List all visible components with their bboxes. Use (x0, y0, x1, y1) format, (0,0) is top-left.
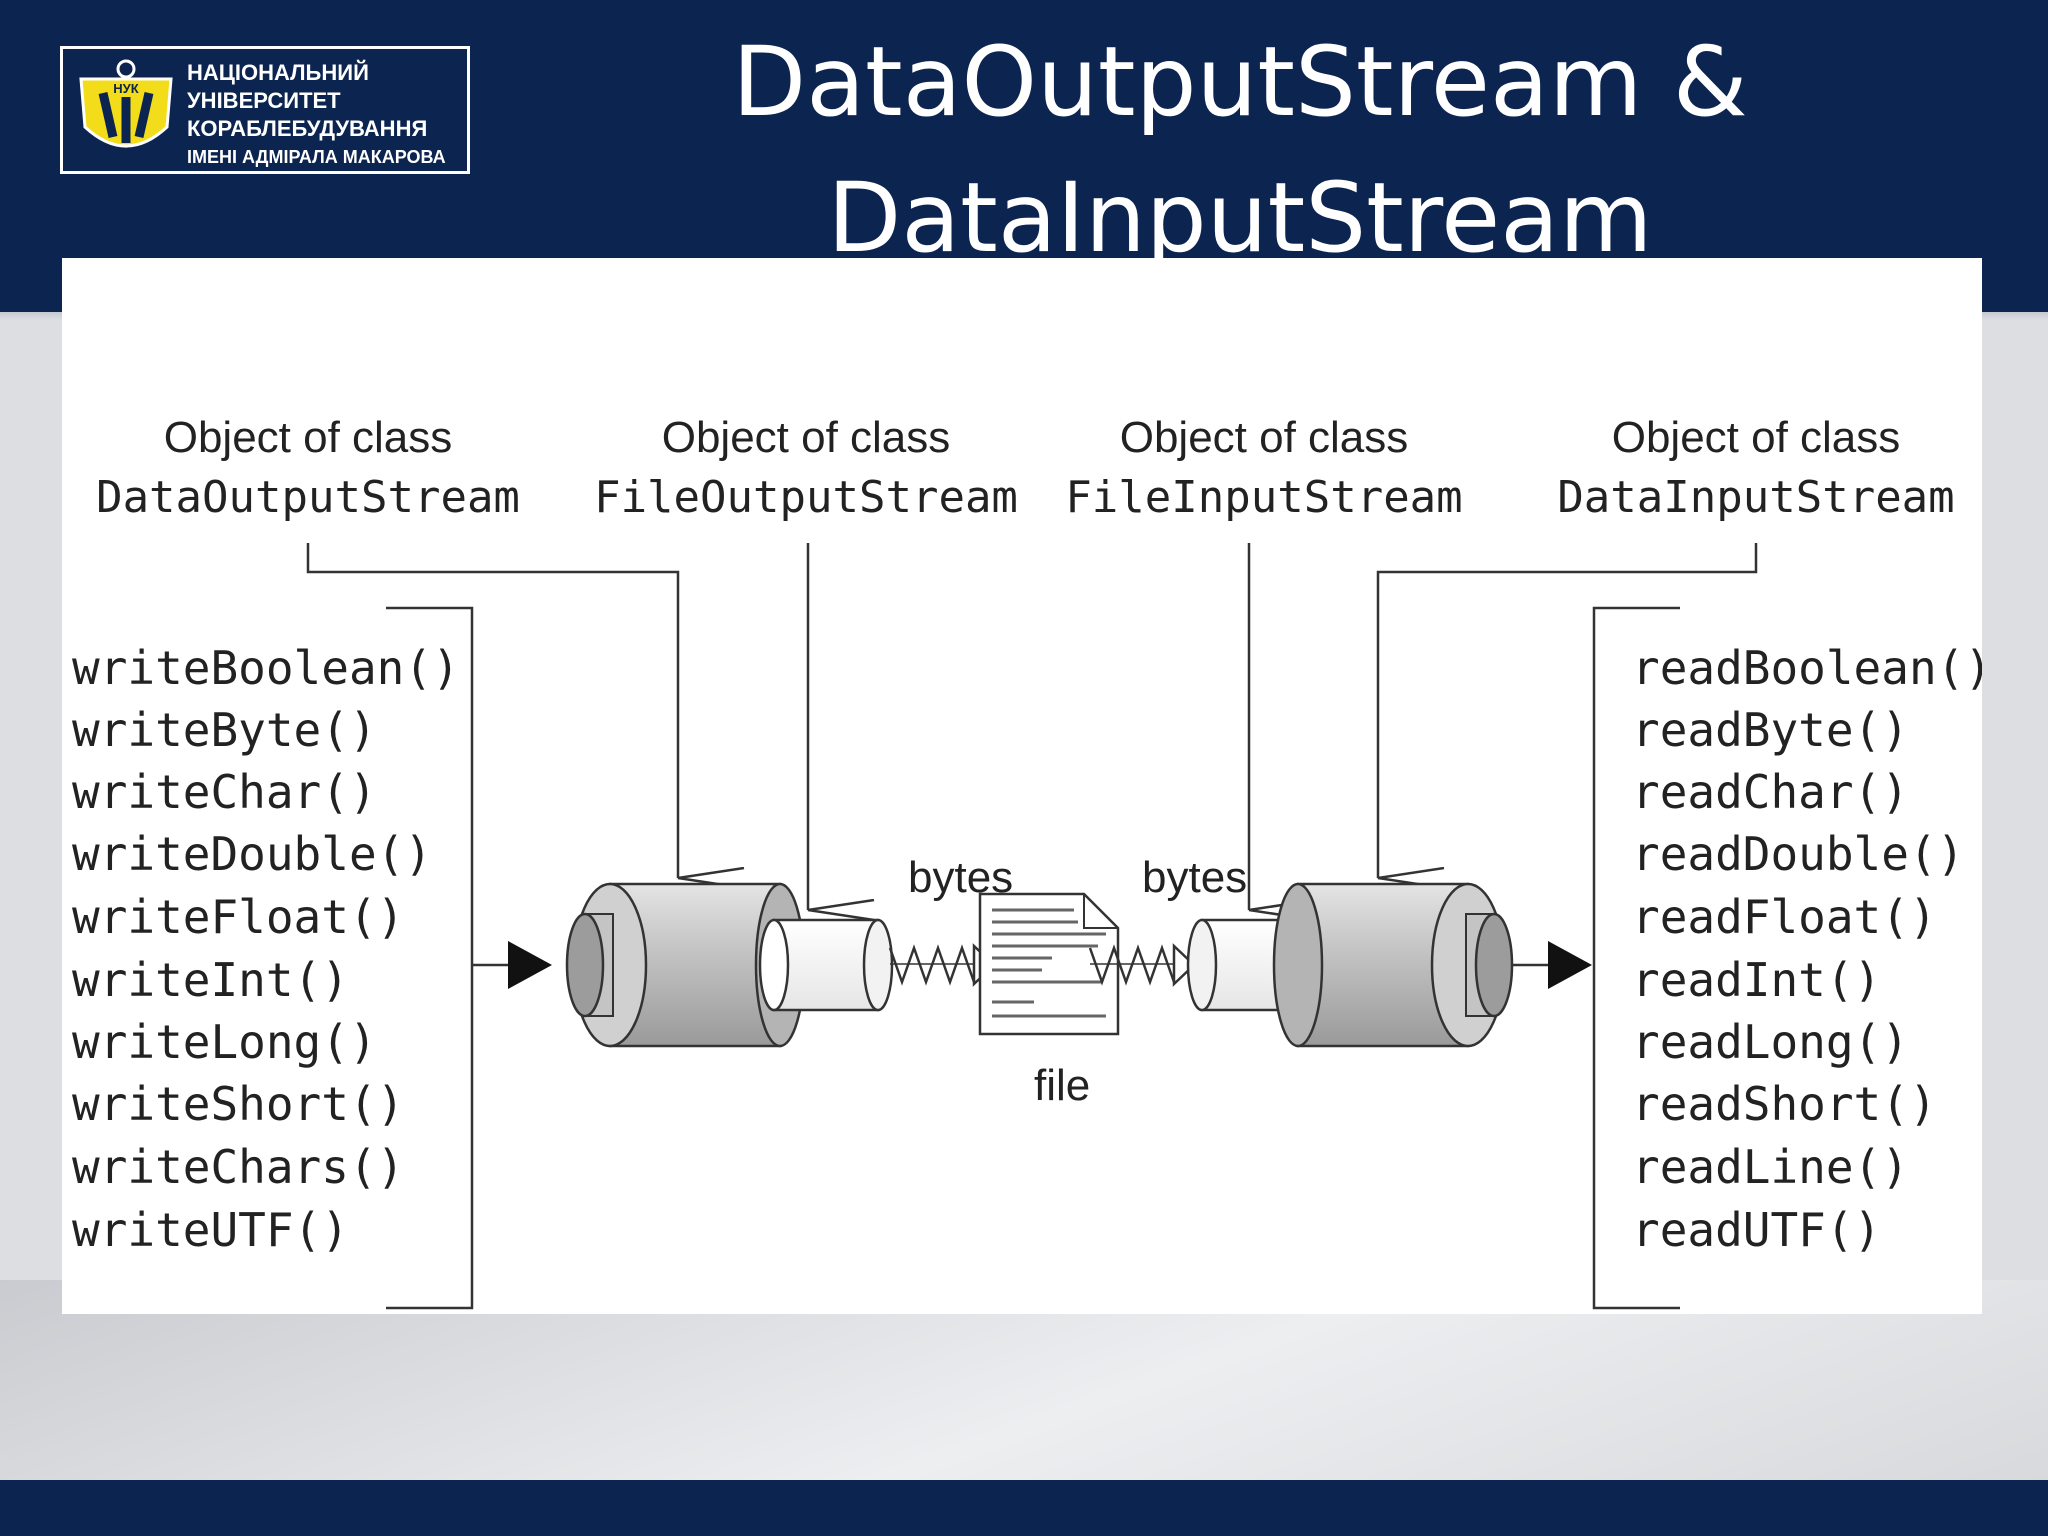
emblem-text: НУК (113, 81, 138, 96)
shield-emblem-icon: НУК 1920 (79, 59, 173, 158)
logo-line-1: НАЦІОНАЛЬНИЙ (187, 60, 369, 85)
write-method: writeChars() (72, 1140, 404, 1194)
write-methods-list: writeBoolean() writeByte() writeChar() w… (72, 641, 460, 1257)
write-method: writeShort() (72, 1077, 404, 1131)
write-method: writeBoolean() (72, 641, 460, 695)
class-name-datainputstream: DataInputStream (1557, 472, 1954, 523)
right-bytes-stream-icon (1088, 943, 1196, 987)
label-prefix-fileoutput: Object of class (662, 413, 951, 462)
read-methods-list: readBoolean() readByte() readChar() read… (1632, 641, 1982, 1257)
left-input-arrow-icon (508, 941, 552, 989)
read-methods-bracket (1592, 606, 1680, 1310)
class-name-dataoutputstream: DataOutputStream (96, 472, 520, 523)
label-prefix-dataoutput: Object of class (164, 413, 453, 462)
write-methods-bracket (386, 606, 474, 1310)
datainputstream-cylinder-icon (1272, 882, 1514, 1048)
read-method: readDouble() (1632, 827, 1964, 881)
read-method: readShort() (1632, 1077, 1937, 1131)
bytes-label-right: bytes (1142, 853, 1247, 902)
right-output-arrow-icon (1548, 941, 1592, 989)
pointer-arrow-datainputstream (1376, 543, 1758, 878)
logo-line-4: ІМЕНІ АДМІРАЛА МАКАРОВА (187, 147, 446, 167)
title-line-1: DataOutputStream & (732, 26, 1748, 138)
label-prefix-fileinput: Object of class (1120, 413, 1409, 462)
title-line-2: DataInputStream (827, 162, 1653, 274)
write-method: writeUTF() (72, 1203, 349, 1257)
label-prefix-datainput: Object of class (1612, 413, 1901, 462)
left-bytes-stream-icon (888, 943, 996, 987)
read-method: readBoolean() (1632, 641, 1982, 695)
pointer-arrow-dataoutputstream (306, 543, 678, 878)
logo-line-2: УНІВЕРСИТЕТ (187, 88, 341, 113)
class-name-fileoutputstream: FileOutputStream (594, 472, 1018, 523)
slide-title: DataOutputStream & DataInputStream (720, 14, 1760, 286)
write-method: writeByte() (72, 703, 377, 757)
emblem-year: 1920 (114, 146, 138, 158)
write-method: writeInt() (72, 953, 349, 1007)
read-method: readInt() (1632, 953, 1881, 1007)
fileoutputstream-cylinder-icon (758, 918, 894, 1012)
slide-footer (0, 1480, 2048, 1536)
stream-diagram: Object of class DataOutputStream Object … (62, 258, 1982, 1314)
read-method: readLong() (1632, 1015, 1909, 1069)
read-method: readFloat() (1632, 890, 1937, 944)
write-method: writeChar() (72, 765, 377, 819)
write-method: writeDouble() (72, 827, 432, 881)
write-method: writeFloat() (72, 890, 404, 944)
file-document-icon (978, 892, 1120, 1036)
read-method: readLine() (1632, 1140, 1909, 1194)
file-label: file (1034, 1061, 1090, 1110)
read-method: readUTF() (1632, 1203, 1881, 1257)
read-method: readChar() (1632, 765, 1909, 819)
logo-line-3: КОРАБЛЕБУДУВАННЯ (187, 116, 428, 141)
read-method: readByte() (1632, 703, 1909, 757)
university-logo: НУК 1920 НАЦІОНАЛЬНИЙ УНІВЕРСИТЕТ КОРАБЛ… (60, 46, 470, 174)
write-method: writeLong() (72, 1015, 377, 1069)
class-name-fileinputstream: FileInputStream (1065, 472, 1462, 523)
